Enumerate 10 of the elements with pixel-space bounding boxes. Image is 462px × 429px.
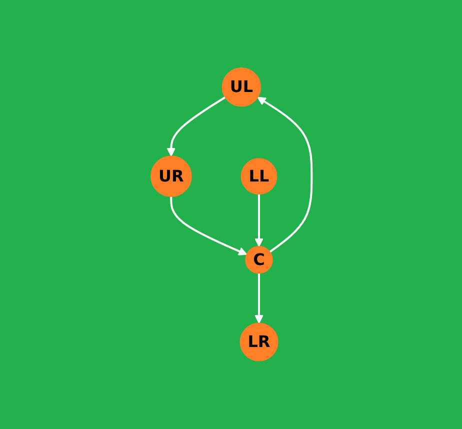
- node-circle: UL: [221, 68, 261, 107]
- node-circle: C: [244, 246, 273, 274]
- arrow: [256, 96, 312, 253]
- node-circle: LR: [239, 322, 278, 362]
- arrow: [254, 273, 264, 324]
- node-circle: LL: [240, 158, 277, 195]
- arrow: [254, 194, 264, 247]
- node-circle: UR: [150, 156, 192, 198]
- arrow: [166, 96, 226, 157]
- arrow: [170, 196, 247, 256]
